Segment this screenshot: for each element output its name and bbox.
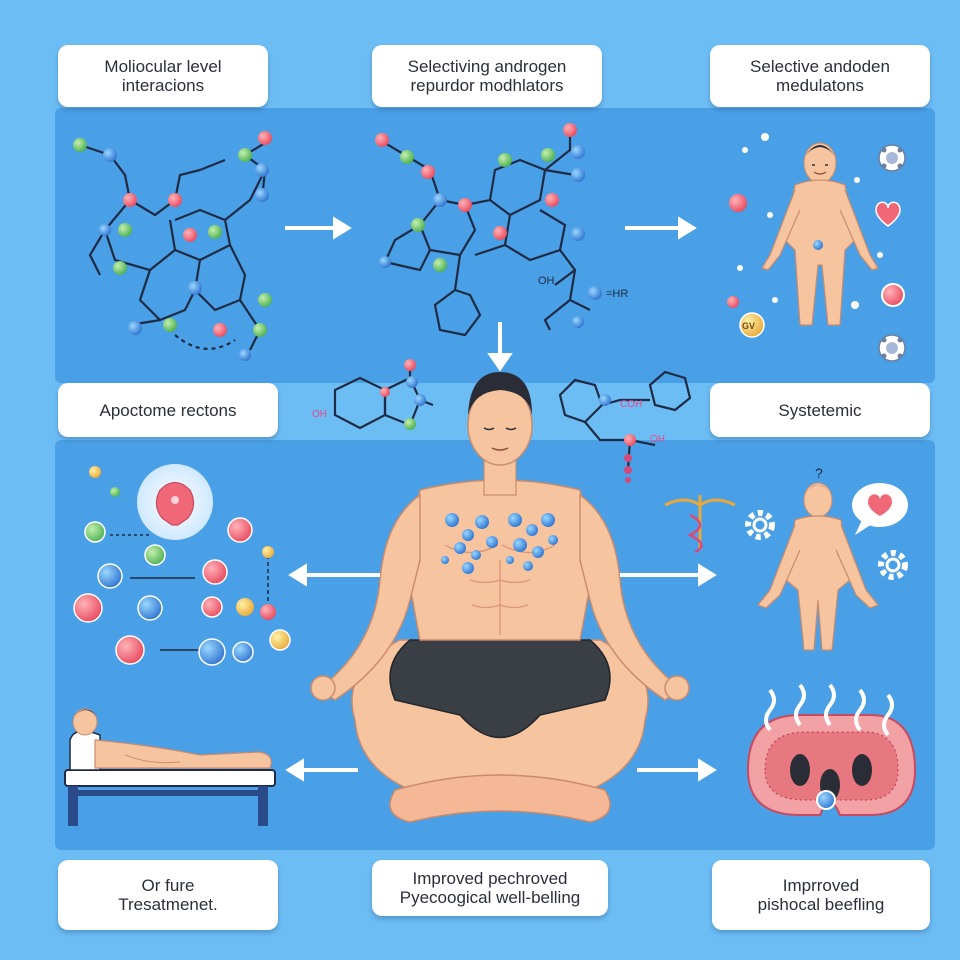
molecule-structure-1	[79, 139, 271, 351]
standing-man-figure	[761, 142, 879, 326]
brain-glow-icon	[137, 464, 213, 540]
arrow-left-bottom	[285, 758, 358, 782]
label-future-treatment: Or fure Tresatmenet.	[58, 860, 278, 930]
top-panel	[55, 108, 935, 383]
arrow-right-bottom	[637, 758, 717, 782]
molecule-label-oh-small: OH	[650, 434, 665, 445]
virus-icon-top	[878, 144, 906, 172]
label-improved-physical: Imprroved pishocal beefling	[712, 860, 930, 930]
arrow-right-1	[285, 216, 352, 240]
heart-speech-bubble-icon	[852, 483, 908, 535]
curious-man-figure	[757, 482, 879, 651]
molecule-structure-4	[558, 370, 692, 471]
arrow-down	[487, 322, 513, 372]
label-sarm: Selectiving androgen repurdor modhlators	[372, 45, 602, 107]
chest-molecules	[441, 513, 558, 574]
molecule-atoms-4	[599, 394, 636, 483]
inflamed-tissue-illustration	[746, 683, 917, 816]
caduceus-icon	[664, 495, 736, 554]
label-molecular-level: Moliocular level interacions	[58, 45, 268, 107]
gear-icon-right	[878, 550, 908, 580]
virus-icon-bottom	[878, 334, 906, 362]
floating-particles-top-right	[727, 133, 905, 338]
molecule-atoms-3	[380, 359, 426, 430]
arrow-left-middle	[288, 563, 380, 587]
molecule-label-nr: =HR	[606, 288, 628, 300]
label-apoptosis: Apoctome rectons	[58, 383, 278, 437]
label-systemic: Systetemic	[710, 383, 930, 437]
molecule-label-co-right: COH	[620, 399, 642, 410]
signal-nodes	[73, 466, 291, 666]
signal-pathway	[110, 534, 269, 651]
arrow-right-middle	[620, 563, 717, 587]
question-mark: ?	[815, 465, 823, 481]
gear-icon-left	[745, 510, 775, 540]
patient-on-bed-illustration	[64, 708, 276, 826]
molecule-label-oh-mid: OH	[538, 275, 555, 287]
pill-gv-text: GV	[742, 321, 755, 331]
label-selective-modulators: Selective andoden medulatons	[710, 45, 930, 107]
molecule-atoms-2	[375, 123, 602, 328]
molecule-label-oh-left: OH	[312, 409, 327, 420]
heart-icon-top	[875, 201, 901, 227]
label-improved-psychological: Improved pechroved Pyecoogical well-bell…	[372, 860, 608, 916]
arrow-right-2	[625, 216, 697, 240]
molecule-atoms-1	[73, 131, 272, 361]
